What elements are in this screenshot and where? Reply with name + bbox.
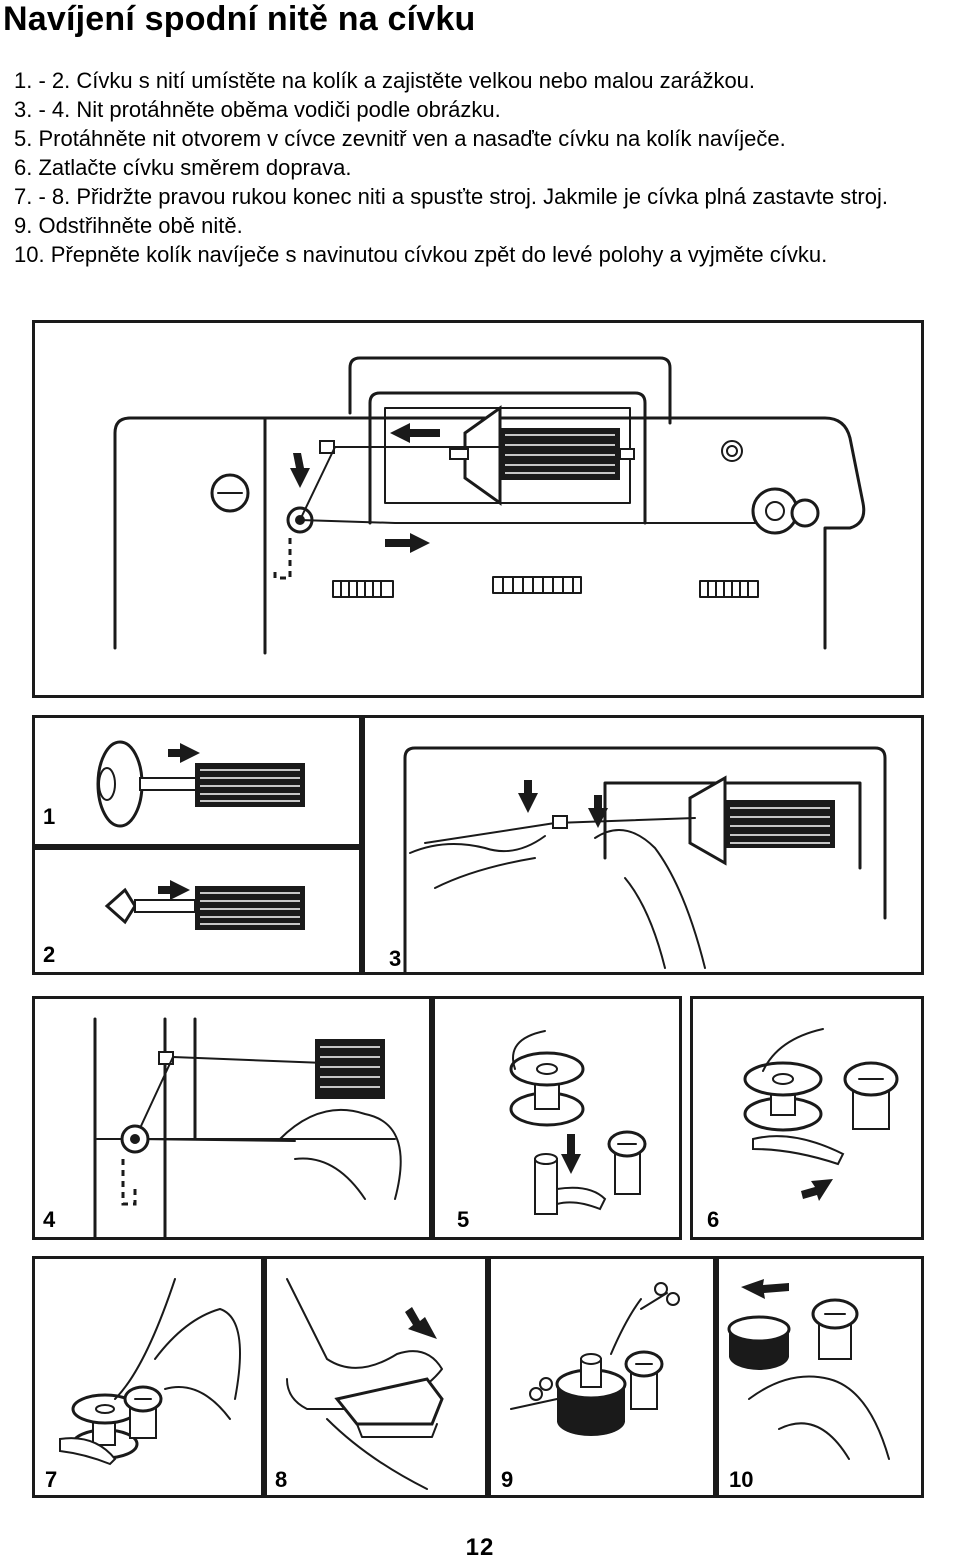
step-10: 10. Přepněte kolík navíječe s navinutou … [14,242,828,267]
panel-label-10: 10 [729,1467,754,1492]
panel-label-6: 6 [707,1207,720,1232]
illustration-step-10: 10 [716,1256,924,1498]
step-9: 9. Odstřihněte obě nitě. [14,213,243,238]
illustration-step-1: 1 [32,715,362,847]
panel-label-4: 4 [43,1207,56,1232]
panel-label-7: 7 [45,1467,58,1492]
step-3-4: 3. - 4. Nit protáhněte oběma vodiči podl… [14,97,501,122]
overview-illustration [32,320,924,698]
instruction-list: 1. - 2. Cívku s nití umístěte na kolík a… [14,66,960,269]
illustration-step-7: 7 [32,1256,264,1498]
illustration-step-9: 9 [488,1256,716,1498]
panel-label-8: 8 [275,1467,288,1492]
illustration-step-2: 2 [32,847,362,975]
panel-label-5: 5 [457,1207,470,1232]
step-1-2: 1. - 2. Cívku s nití umístěte na kolík a… [14,68,756,93]
illustration-step-5: 5 [432,996,682,1240]
panel-label-3: 3 [389,946,402,971]
step-5: 5. Protáhněte nit otvorem v cívce zevnit… [14,126,786,151]
panel-label-9: 9 [501,1467,514,1492]
illustration-step-6: 6 [690,996,924,1240]
illustration-step-4: 4 [32,996,432,1240]
illustration-step-3: 3 [362,715,924,975]
step-6: 6. Zatlačte cívku směrem doprava. [14,155,352,180]
panel-label-1: 1 [43,804,56,829]
step-7-8: 7. - 8. Přidržte pravou rukou konec niti… [14,184,888,209]
page-number: 12 [465,1534,495,1561]
panel-label-2: 2 [43,942,56,967]
illustration-step-8: 8 [264,1256,488,1498]
page-title: Navíjení spodní nitě na cívku [3,0,476,38]
